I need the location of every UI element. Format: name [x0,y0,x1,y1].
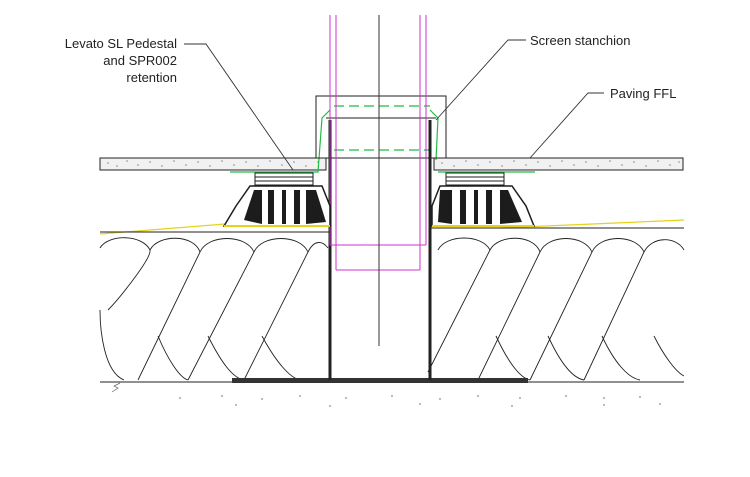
slope-line-left [99,223,226,235]
substrate-dots [179,395,661,407]
tiny-annotation: . [366,240,367,244]
callout-pedestal-line3: retention [126,70,177,85]
leader-stanchion [435,39,526,121]
base-plate [232,378,528,383]
callout-stanchion: Screen stanchion [530,33,630,48]
pedestal-right [431,172,536,227]
callout-paving: Paving FFL [610,86,676,101]
callout-pedestal-line1: Levato SL Pedestal [65,36,177,51]
callout-pedestal-line2: and SPR002 [103,53,177,68]
leader-pedestal [184,43,294,171]
screen-stanchion [329,15,427,271]
break-mark [111,382,121,393]
leader-paving [529,92,604,159]
pedestal-left [222,172,331,227]
membrane-line [230,105,535,173]
paving-slab [99,157,684,171]
insulation-layer [99,227,685,383]
